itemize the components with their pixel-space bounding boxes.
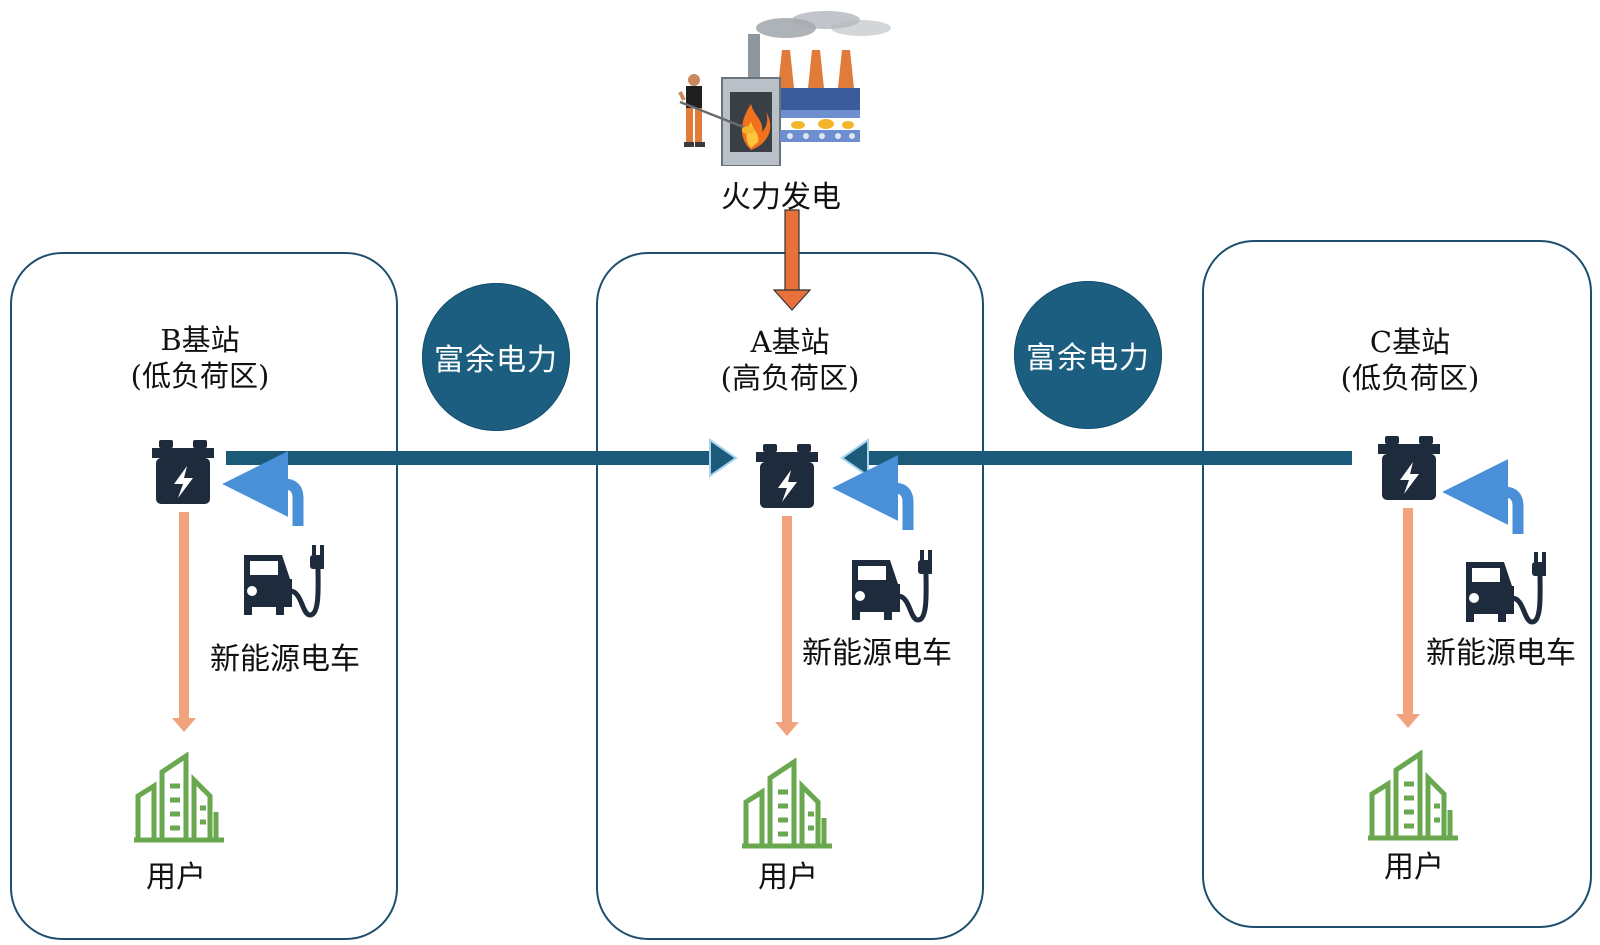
station-b-ev-label: 新能源电车 bbox=[210, 642, 360, 677]
station-c-ev-label: 新能源电车 bbox=[1426, 636, 1576, 671]
station-c-panel bbox=[1202, 240, 1592, 928]
station-c-title: C基站 (低负荷区) bbox=[1280, 324, 1540, 396]
surplus-power-bubble-left: 富余电力 bbox=[422, 283, 570, 431]
station-b-title: B基站 (低负荷区) bbox=[70, 322, 330, 394]
station-b-panel bbox=[10, 252, 398, 940]
transfer-arrow-c-to-a bbox=[840, 438, 1352, 478]
station-b-user-label: 用户 bbox=[146, 860, 206, 895]
ev-to-battery-arrow-c bbox=[1442, 459, 1524, 534]
ev-charging-icon bbox=[852, 550, 932, 623]
battery-to-user-arrow-b bbox=[172, 512, 196, 732]
ev-to-battery-arrow-b bbox=[222, 451, 304, 526]
station-b-load: (低负荷区) bbox=[130, 359, 270, 393]
station-b-name: B基站 bbox=[160, 323, 240, 357]
ev-charging-icon bbox=[244, 545, 324, 618]
station-c-user-label: 用户 bbox=[1384, 850, 1444, 885]
user-building-icon bbox=[1368, 750, 1458, 841]
ev-charging-icon bbox=[1466, 552, 1546, 625]
plant-to-a-arrow bbox=[772, 209, 812, 311]
station-a-user-label: 用户 bbox=[758, 860, 818, 895]
station-a-ev-label: 新能源电车 bbox=[802, 636, 952, 671]
transfer-arrow-b-to-a bbox=[226, 438, 738, 478]
battery-icon bbox=[1378, 436, 1440, 500]
user-building-icon bbox=[134, 752, 224, 843]
battery-icon bbox=[152, 440, 214, 504]
station-a-title: A基站 (高负荷区) bbox=[660, 324, 920, 396]
battery-to-user-arrow-a bbox=[775, 516, 799, 736]
thermal-power-plant-icon bbox=[678, 11, 891, 166]
station-c-load: (低负荷区) bbox=[1340, 361, 1480, 395]
station-a-load: (高负荷区) bbox=[720, 361, 860, 395]
user-building-icon bbox=[742, 758, 832, 849]
station-a-name: A基站 bbox=[750, 325, 830, 359]
station-c-name: C基站 bbox=[1369, 325, 1451, 359]
surplus-power-bubble-right: 富余电力 bbox=[1014, 281, 1162, 429]
battery-to-user-arrow-c bbox=[1396, 508, 1420, 728]
ev-to-battery-arrow-a bbox=[832, 455, 914, 530]
power-plant-label: 火力发电 bbox=[721, 180, 841, 215]
battery-icon bbox=[756, 444, 818, 508]
